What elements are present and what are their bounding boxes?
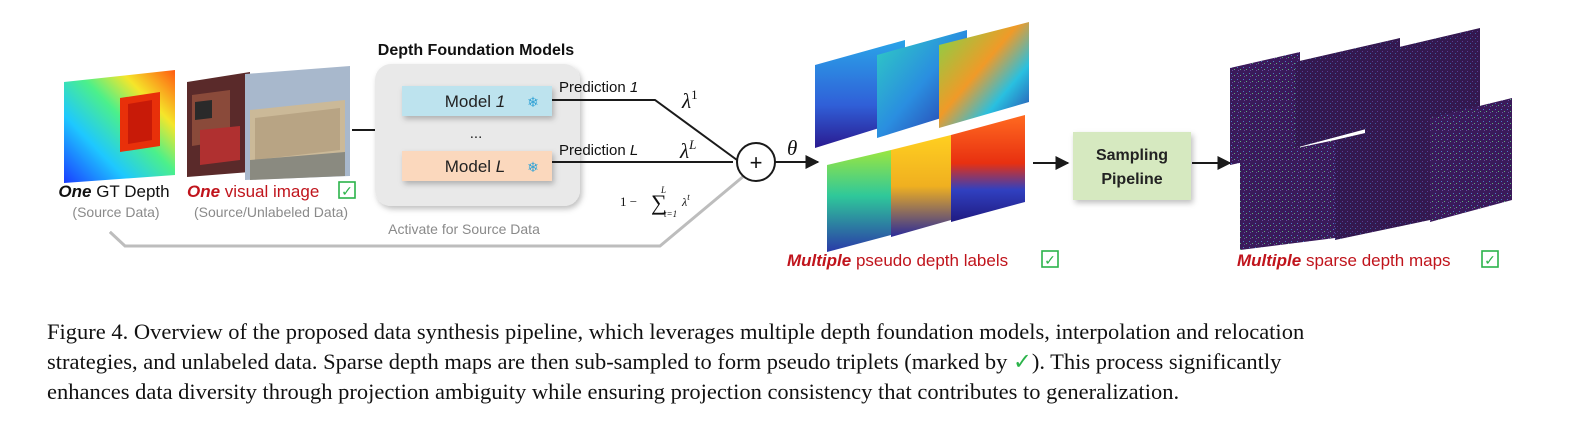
svg-text:L: L [660, 185, 666, 195]
gt-depth-label: One GT Depth [58, 182, 169, 201]
snowflake-icon: ❄ [527, 94, 539, 110]
check-icon [1481, 250, 1499, 268]
caption-line-2: strategies, and unlabeled data. Sparse d… [47, 347, 1537, 377]
panel-title: Depth Foundation Models [378, 42, 575, 59]
check-icon-glyph: ✓ [341, 183, 353, 199]
check-icon [338, 181, 356, 199]
model-L-index: L [496, 157, 505, 176]
svg-text:λt: λt [681, 192, 690, 209]
figure-caption: Figure 4. Overview of the proposed data … [47, 317, 1537, 407]
visual-image-label: One visual image [187, 182, 319, 201]
model-L-prefix: Model [445, 157, 496, 176]
svg-text:t=1: t=1 [664, 209, 677, 219]
check-icon: ✓ [1012, 349, 1032, 374]
gt-depth-image [64, 70, 175, 183]
caption-line-1: Figure 4. Overview of the proposed data … [47, 319, 1305, 344]
sampling-line2: Pipeline [1101, 171, 1162, 188]
activate-label: Activate for Source Data [388, 221, 540, 237]
check-icon-glyph: ✓ [1484, 252, 1496, 268]
model-L-box: Model L ❄ [402, 151, 552, 181]
caption-line-2b: ). This process significantly [1031, 349, 1282, 374]
snowflake-icon: ❄ [527, 159, 539, 175]
pseudo-labels-caption: Multiple pseudo depth labels [787, 251, 1008, 270]
prediction-1-label: Prediction 1 [559, 79, 638, 96]
svg-text:∑: ∑ [651, 190, 667, 215]
sampling-pipeline-box [1073, 132, 1191, 200]
model-ellipsis: ... [470, 125, 483, 142]
caption-line-3: enhances data diversity through projecti… [47, 379, 1180, 404]
svg-text:Model 1: Model 1 [445, 92, 506, 111]
pipeline-figure: Depth Foundation Models Model 1 ❄ ... Mo… [58, 22, 1512, 270]
caption-line-2a: strategies, and unlabeled data. Sparse d… [47, 349, 1013, 374]
lambda-L: λL [679, 137, 696, 163]
sparse-maps-caption: Multiple sparse depth maps [1237, 251, 1451, 270]
lambda-1: λ1 [681, 87, 698, 113]
check-icon [1041, 250, 1059, 268]
gt-depth-sublabel: (Source Data) [72, 204, 159, 220]
svg-text:1 −: 1 − [620, 194, 637, 209]
source-feedback-line [108, 173, 746, 248]
sparse-depth-maps [1230, 28, 1512, 250]
model-1-index: 1 [496, 92, 505, 111]
model-1-box: Model 1 ❄ [402, 86, 552, 116]
sampling-line1: Sampling [1096, 147, 1168, 164]
theta-symbol: θ [787, 136, 797, 160]
plus-sign: + [750, 150, 763, 175]
prediction-L-label: Prediction L [559, 142, 638, 159]
svg-text:Model L: Model L [445, 157, 506, 176]
visual-image-sublabel: (Source/Unlabeled Data) [194, 204, 348, 220]
pseudo-depth-labels [815, 22, 1029, 252]
check-icon-glyph: ✓ [1044, 252, 1056, 268]
model-1-prefix: Model [445, 92, 496, 111]
visual-images [187, 66, 350, 180]
weight-sum-term: 1 − ∑ L t=1 λt [620, 185, 690, 219]
